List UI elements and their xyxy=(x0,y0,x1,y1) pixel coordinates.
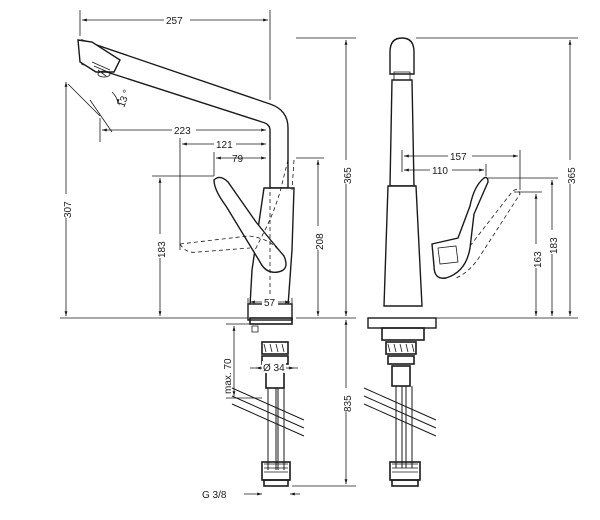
dim-79: 79 xyxy=(232,154,244,165)
dim-183-left: 183 xyxy=(157,241,168,258)
dim-183-right: 183 xyxy=(549,237,560,254)
lever xyxy=(213,176,287,273)
lever-open-outline xyxy=(179,235,281,253)
dim-223: 223 xyxy=(174,126,191,137)
dim-g-thread: G 3/8 xyxy=(202,490,227,501)
dim-121: 121 xyxy=(216,140,233,151)
front-base xyxy=(367,317,437,329)
dim-365-right: 365 xyxy=(567,167,578,184)
front-lever-open-outline xyxy=(455,189,521,279)
dim-163: 163 xyxy=(533,251,544,268)
front-hose-break-marks xyxy=(363,387,437,437)
dim-max-70: max. 70 xyxy=(223,358,234,394)
front-faucet-body xyxy=(383,185,423,307)
hose-break-marks xyxy=(231,387,305,437)
dim-57: 57 xyxy=(264,298,276,309)
side-view-dimensions: 257 13 ° 223 121 79 365 307 208 xyxy=(60,10,356,501)
spout-head xyxy=(77,39,121,73)
dim-835: 835 xyxy=(343,395,354,412)
front-spout-head xyxy=(389,37,415,75)
dim-diameter-34: Ø 34 xyxy=(263,363,285,374)
dim-257: 257 xyxy=(166,16,183,27)
mount-nut xyxy=(261,341,289,355)
dim-307: 307 xyxy=(63,201,74,218)
front-lever xyxy=(431,176,489,279)
side-view xyxy=(77,39,305,487)
dim-365-left: 365 xyxy=(343,167,354,184)
front-view xyxy=(363,37,521,487)
dim-13-deg: 13 ° xyxy=(116,88,132,109)
dim-110: 110 xyxy=(432,166,448,177)
front-view-dimensions: 157 110 365 183 163 xyxy=(401,37,578,319)
dim-208: 208 xyxy=(315,233,326,250)
dim-157: 157 xyxy=(450,152,467,163)
